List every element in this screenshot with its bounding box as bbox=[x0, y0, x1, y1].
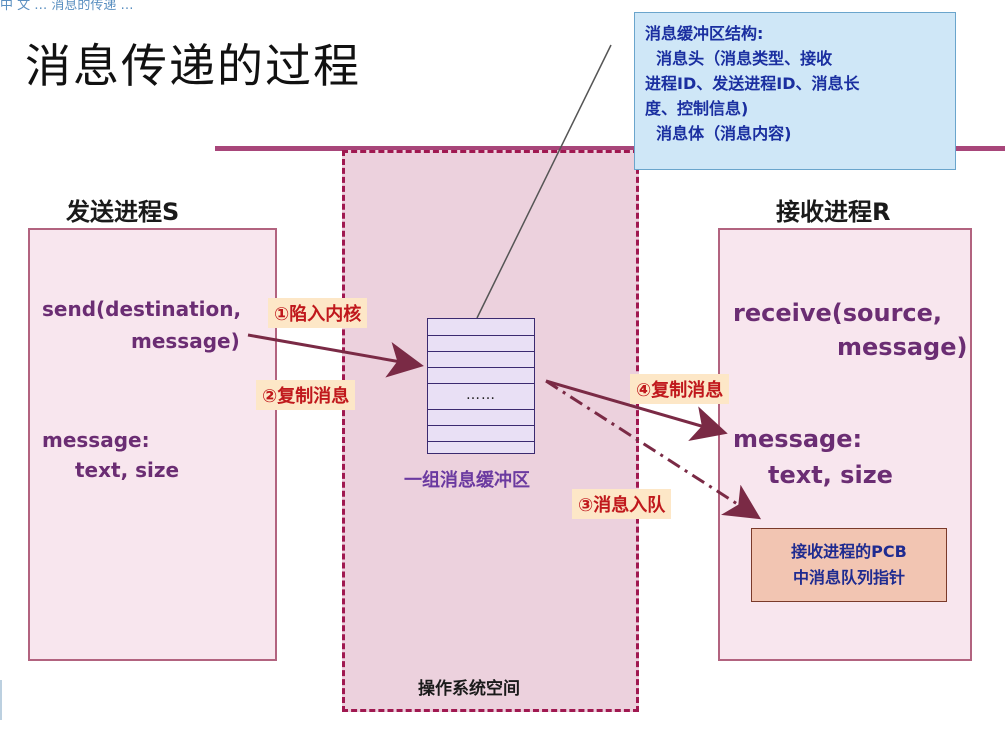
sender-message-fields: text, size bbox=[75, 458, 180, 482]
message-buffer-stack: …… bbox=[427, 318, 535, 454]
title-divider-bar bbox=[215, 146, 1005, 151]
receiver-call-line1: receive(source, bbox=[733, 299, 943, 327]
buffer-structure-callout: 消息缓冲区结构: 消息头（消息类型、接收 进程ID、发送进程ID、消息长 度、控… bbox=[634, 12, 956, 170]
arrow-buffer-to-receiver bbox=[545, 379, 728, 441]
callout-line-2: 消息头（消息类型、接收 bbox=[645, 49, 833, 68]
callout-line-4: 度、控制信息) bbox=[645, 99, 749, 118]
os-space-label: 操作系统空间 bbox=[418, 679, 520, 699]
callout-line-5: 消息体（消息内容) bbox=[645, 124, 792, 143]
arrow-enqueue bbox=[545, 379, 762, 520]
step4-tag: ④复制消息 bbox=[630, 374, 730, 404]
callout-pointer-line bbox=[476, 44, 612, 319]
buffer-label: 一组消息缓冲区 bbox=[404, 470, 530, 491]
sender-title: 发送进程S bbox=[66, 198, 180, 226]
left-edge-decoration bbox=[0, 680, 12, 720]
receiver-title: 接收进程R bbox=[776, 198, 891, 226]
step1-tag: ①陷入内核 bbox=[268, 298, 368, 328]
callout-line-3: 进程ID、发送进程ID、消息长 bbox=[645, 74, 860, 93]
header-breadcrumb: 中 文 … 消息的传递 … bbox=[0, 0, 134, 13]
receiver-message-fields: text, size bbox=[768, 461, 893, 489]
receiver-pcb-box: 接收进程的PCB 中消息队列指针 bbox=[751, 528, 947, 602]
arrow-send-to-buffer bbox=[247, 333, 424, 378]
receiver-call-line2: message) bbox=[837, 333, 968, 361]
step3-tag: ③消息入队 bbox=[572, 489, 672, 519]
sender-message-label: message: bbox=[42, 428, 150, 452]
slide-title: 消息传递的过程 bbox=[25, 39, 361, 93]
pcb-line-2: 中消息队列指针 bbox=[792, 568, 905, 587]
buffer-ellipsis: …… bbox=[466, 387, 496, 403]
sender-process-box bbox=[28, 228, 277, 661]
step2-tag: ②复制消息 bbox=[256, 380, 356, 410]
receiver-message-label: message: bbox=[733, 425, 863, 453]
sender-call-line2: message) bbox=[131, 329, 240, 353]
sender-call-line1: send(destination, bbox=[42, 297, 242, 321]
callout-line-1: 消息缓冲区结构: bbox=[645, 24, 764, 43]
pcb-line-1: 接收进程的PCB bbox=[791, 542, 907, 561]
